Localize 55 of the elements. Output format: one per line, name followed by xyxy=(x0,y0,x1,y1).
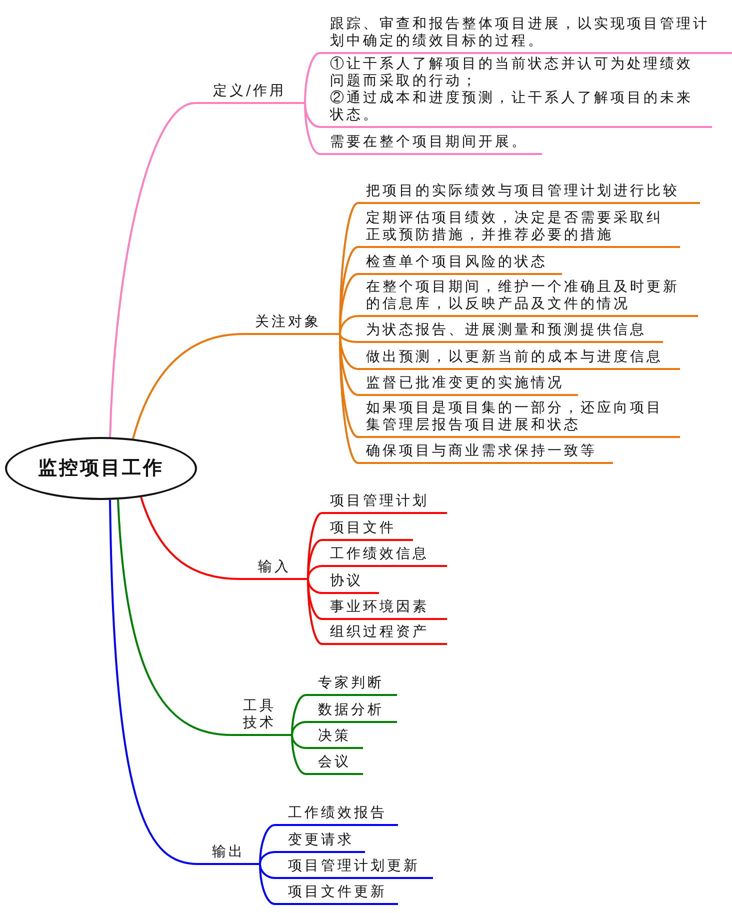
branch-line xyxy=(307,578,322,645)
branch-line xyxy=(339,334,358,343)
topic-label: 监督已批准变更的实施情况 xyxy=(358,375,578,396)
topic-label: 协议 xyxy=(322,573,379,594)
topic-label: 关注对象 xyxy=(243,314,340,335)
topic-label: 确保项目与商业需求保持一致等 xyxy=(358,443,613,464)
branch-line xyxy=(117,499,232,736)
topic-label: 做出预测，以更新当前的成本与进度信息 xyxy=(358,349,680,370)
topic-label: 在整个项目期间，维护一个准确且及时更新的信息库，以反映产品及文件的情况 xyxy=(358,279,698,317)
topic-label: 会议 xyxy=(306,754,363,775)
topic-label: 事业环境因素 xyxy=(322,599,447,620)
topic-label: 项目管理计划 xyxy=(322,493,447,514)
topic-label: 定义/作用 xyxy=(195,83,305,104)
topic-label xyxy=(320,56,712,128)
central-topic-ellipse: 监控项目工作 xyxy=(5,437,197,500)
topic-label: 项目文件更新 xyxy=(275,884,398,905)
topic-label: 需要在整个项目期间开展。 xyxy=(320,134,542,155)
topic-text: ②通过成本和进度预测，让干系人了解项目的未来状态。 xyxy=(330,90,694,124)
branch-line xyxy=(339,315,358,334)
topic-label: 定期评估项目绩效，决定是否需要采取纠正或预防措施，并推荐必要的措施 xyxy=(358,210,680,248)
branch-line xyxy=(291,734,306,749)
branch-line xyxy=(307,578,322,594)
topic-label: 把项目的实际绩效与项目管理计划进行比较 xyxy=(358,183,700,204)
topic-label: 变更请求 xyxy=(275,832,365,853)
branch-line xyxy=(307,565,322,580)
branch-line xyxy=(132,333,244,440)
branch-line xyxy=(259,864,276,905)
branch-line xyxy=(291,721,306,736)
branch-line xyxy=(109,500,198,865)
topic-label: 工具技术 xyxy=(232,698,292,736)
branch-line xyxy=(307,539,322,580)
branch-line xyxy=(304,52,320,104)
topic-label: 如果项目是项目集的一部分，还应向项目集管理层报告项目进展和状态 xyxy=(358,400,680,438)
branch-line xyxy=(259,824,276,864)
topic-label: 检查单个项目风险的状态 xyxy=(358,254,562,275)
topic-label: 工作绩效信息 xyxy=(322,546,447,567)
topic-label: 项目文件 xyxy=(322,520,413,541)
topic-label: 数据分析 xyxy=(306,702,397,723)
branch-line xyxy=(291,734,306,775)
topic-label: 跟踪、审查和报告整体项目进展，以实现项目管理计划中确定的绩效目标的过程。 xyxy=(320,16,732,54)
topic-label: 输出 xyxy=(198,844,260,865)
topic-label: 专家判断 xyxy=(306,675,397,696)
topic-label: 项目管理计划更新 xyxy=(275,858,433,879)
branch-line xyxy=(339,334,358,464)
topic-label: 工作绩效报告 xyxy=(275,805,398,826)
branch-line xyxy=(259,851,276,864)
branch-line xyxy=(291,694,306,736)
topic-label: 组织过程资产 xyxy=(322,624,447,645)
topic-label: 决策 xyxy=(306,728,363,749)
branch-line xyxy=(259,864,276,879)
branch-line xyxy=(109,102,196,438)
topic-label: 为状态报告、进展测量和预测提供信息 xyxy=(358,322,663,343)
topic-label: 输入 xyxy=(240,559,308,580)
branch-line xyxy=(304,102,320,155)
topic-text: ①让干系人了解项目的当前状态并认可为处理绩效问题而采取的行动； xyxy=(330,56,694,90)
